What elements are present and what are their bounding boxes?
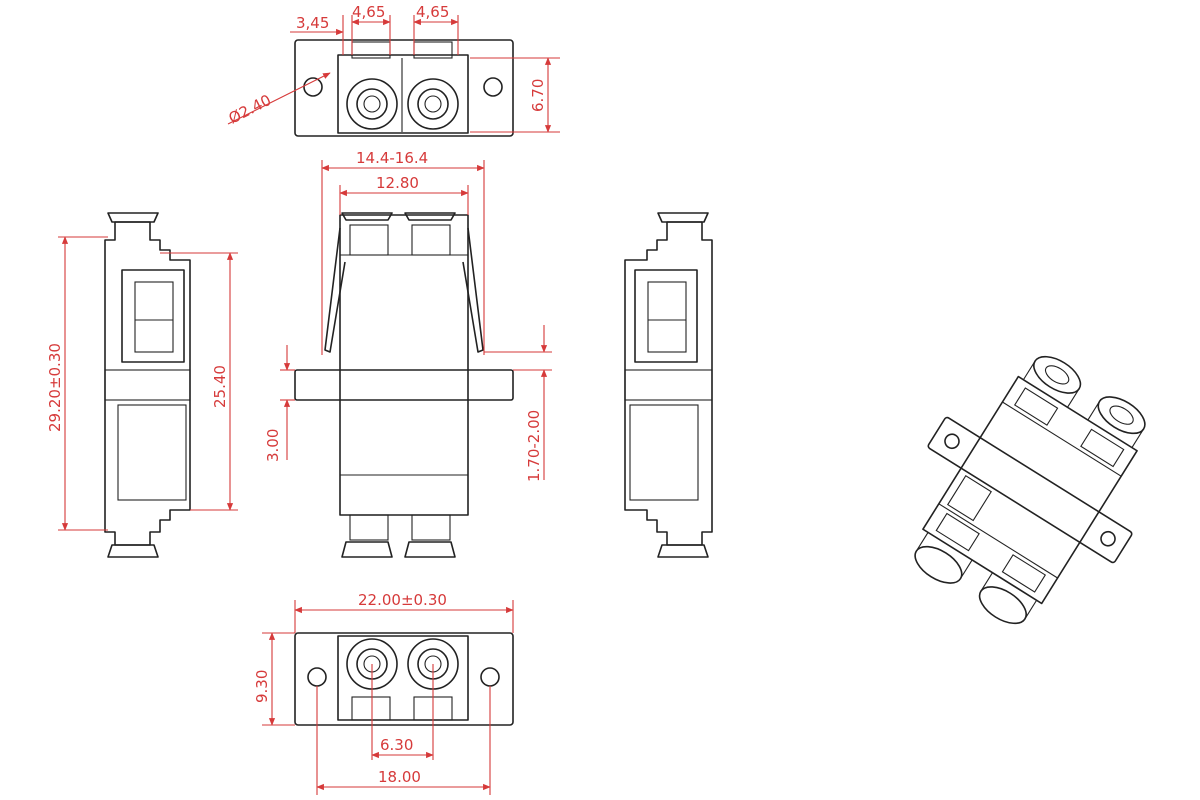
iso-body <box>922 375 1138 605</box>
side-view-dimensions: 29.20±0.30 25.40 <box>46 236 238 531</box>
front-view-clip-right <box>462 227 484 353</box>
side-view-left <box>104 212 191 558</box>
dim-bottom-hole-spacing: 18.00 <box>378 768 421 786</box>
iso-latch-bottom-left <box>935 512 980 552</box>
bottom-view-mount-hole-right <box>480 667 500 687</box>
side-right-flange <box>624 369 713 401</box>
side-left-latch <box>134 281 174 353</box>
side-right-cap-bottom <box>657 544 709 558</box>
top-view-body <box>337 54 469 134</box>
side-left-flange <box>104 369 191 401</box>
top-view-mount-hole-left <box>303 77 323 97</box>
dim-top-4-65-right: 4,65 <box>416 3 449 21</box>
side-right-cap-top <box>657 212 709 223</box>
side-left-lower-cavity <box>117 404 187 501</box>
iso-latch-top-left <box>1013 387 1059 426</box>
front-view-latch-bottom-left <box>349 514 389 541</box>
bottom-view-body <box>337 635 469 721</box>
dim-front-flange: 3.00 <box>264 429 282 462</box>
front-view-clip-left <box>324 227 346 353</box>
dim-side-total-height: 29.20±0.30 <box>46 343 64 432</box>
top-view-ferrule-right <box>417 88 449 120</box>
top-view-mount-hole-right <box>483 77 503 97</box>
top-view <box>294 39 514 137</box>
top-view-port-right <box>407 78 459 130</box>
front-view-body <box>339 214 469 516</box>
side-right-window <box>634 269 698 363</box>
front-view-dimensions: 14.4-16.4 12.80 3.00 1.70-2.00 <box>264 149 552 482</box>
top-view-ferrule-left <box>356 88 388 120</box>
top-view-port-left <box>346 78 398 130</box>
dim-top-height: 6.70 <box>529 79 547 112</box>
side-view-right <box>624 212 713 558</box>
bottom-view <box>294 632 514 726</box>
side-right-lower-cavity <box>629 404 699 501</box>
bottom-view-flange <box>294 632 514 726</box>
front-view-cap-bottom-right <box>404 541 456 558</box>
dim-front-clip: 1.70-2.00 <box>525 410 543 482</box>
front-view-cap-top-right <box>404 212 456 221</box>
side-left-window <box>121 269 185 363</box>
dim-top-4-65-left: 4,65 <box>352 3 385 21</box>
bottom-view-dimensions: 22.00±0.30 9.30 6.30 18.00 <box>253 591 514 795</box>
front-view-cap-bottom-left <box>341 541 393 558</box>
iso-port-top-right <box>1097 396 1146 435</box>
dim-bottom-flange-width: 22.00±0.30 <box>358 591 447 609</box>
dim-top-hole-diameter: Ø2.40 <box>226 91 274 128</box>
front-view-flange <box>294 369 514 401</box>
iso-side-window <box>946 475 992 522</box>
top-view-flange <box>294 39 514 137</box>
iso-mount-hole-right <box>1100 530 1116 547</box>
dim-bottom-pitch: 6.30 <box>380 736 413 754</box>
top-view-bore-left <box>363 95 381 113</box>
top-view-bore-right <box>424 95 442 113</box>
dim-front-inner-width: 12.80 <box>376 174 419 192</box>
side-right-latch <box>647 281 687 353</box>
iso-flange <box>927 416 1133 564</box>
iso-latch-top-right <box>1080 428 1125 468</box>
front-view-latch-top-left <box>349 224 389 256</box>
bottom-view-mount-hole-left <box>307 667 327 687</box>
front-view-cap-top-left <box>341 212 393 221</box>
top-view-dimensions: 3,45 4,65 4,65 Ø2.40 6.70 <box>226 3 560 133</box>
side-left-cap-bottom <box>107 544 159 558</box>
iso-port-top-left <box>1033 355 1082 394</box>
iso-latch-bottom-right <box>1001 554 1047 593</box>
iso-mount-hole-left <box>944 433 960 450</box>
dim-side-body-height: 25.40 <box>211 365 229 408</box>
front-view-latch-bottom-right <box>411 514 451 541</box>
bottom-view-latch-left <box>351 696 391 721</box>
side-left-cap-top <box>107 212 159 223</box>
dim-top-3-45: 3,45 <box>296 14 329 32</box>
dim-bottom-height: 9.30 <box>253 670 271 703</box>
iso-port-bottom-left <box>914 545 963 584</box>
iso-port-bottom-right <box>978 586 1027 625</box>
dim-front-outer-width: 14.4-16.4 <box>356 149 428 167</box>
front-view <box>294 212 514 558</box>
isometric-view <box>914 355 1146 625</box>
front-view-latch-top-right <box>411 224 451 256</box>
